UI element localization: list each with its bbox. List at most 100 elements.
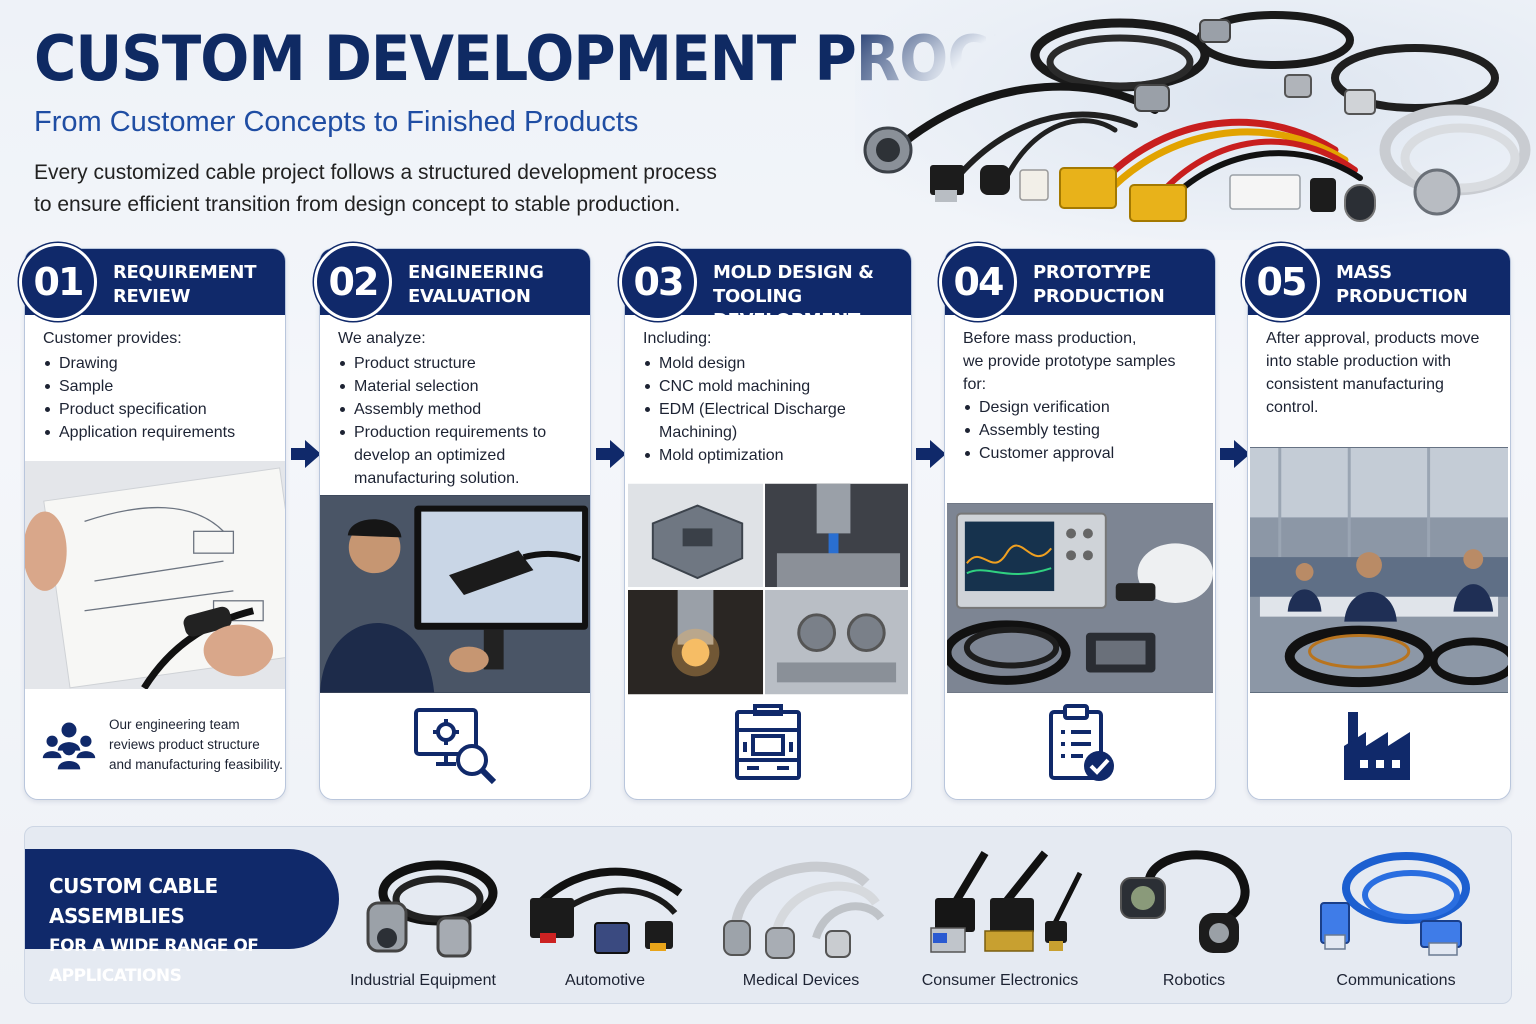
banner-line-2: FOR A WIDE RANGE OF APPLICATIONS: [49, 936, 259, 986]
list-item: CNC mold machining: [643, 375, 893, 398]
footer-line-2: reviews product structure: [109, 737, 260, 752]
step-list: Mold design CNC mold machining EDM (Elec…: [643, 352, 893, 467]
step-number: 03: [619, 243, 697, 321]
automotive-harness-icon: [530, 867, 683, 954]
step-title-line-1: ENGINEERING: [408, 262, 544, 283]
computer-analysis-icon: [414, 708, 497, 785]
step-card-prototype-production: 04 PROTOTYPE PRODUCTION Before mass prod…: [939, 243, 1216, 800]
next-arrow-icon: [289, 437, 323, 471]
footer-line-3: and manufacturing feasibility.: [109, 757, 283, 772]
list-item: Product specification: [43, 398, 267, 421]
applications-banner: CUSTOM CABLE ASSEMBLIES FOR A WIDE RANGE…: [24, 826, 1512, 1004]
list-item: Production requirements to develop an op…: [338, 421, 572, 490]
application-robotics: Robotics: [1099, 843, 1289, 1003]
step-title: MASS PRODUCTION: [1336, 261, 1502, 309]
step-body: After approval, products move into stabl…: [1248, 315, 1510, 419]
step-card-mold-design: 03 MOLD DESIGN & TOOLING DEVELOPMENT Inc…: [619, 243, 912, 800]
ethernet-cable-icon: [1320, 852, 1470, 956]
application-automotive: Automotive: [510, 843, 700, 1003]
step-footer: [945, 691, 1215, 799]
step-title: ENGINEERING EVALUATION: [408, 261, 582, 309]
step-number: 04: [939, 243, 1017, 321]
step-footer: [625, 691, 911, 799]
list-item: Assembly testing: [963, 419, 1197, 442]
footer-line-1: Our engineering team: [109, 717, 240, 732]
application-label: Industrial Equipment: [350, 972, 496, 989]
step-lead: We analyze:: [338, 330, 426, 347]
step-title-line-2: PRODUCTION: [1336, 286, 1468, 307]
hero-cables-image: [855, 0, 1536, 240]
page-subtitle: From Customer Concepts to Finished Produ…: [34, 106, 639, 138]
list-item: Mold design: [643, 352, 893, 375]
list-item: Assembly method: [338, 398, 572, 421]
application-industrial-equipment: Industrial Equipment: [328, 843, 518, 1003]
banner-line-1: CUSTOM CABLE ASSEMBLIES: [49, 874, 218, 928]
next-arrow-icon: [594, 437, 628, 471]
step-body: We analyze: Product structure Material s…: [320, 315, 590, 490]
step-body: Before mass production, we provide proto…: [945, 315, 1215, 465]
list-item: Application requirements: [43, 421, 267, 444]
factory-floor-photo: [1250, 447, 1508, 693]
applications-headline: CUSTOM CABLE ASSEMBLIES FOR A WIDE RANGE…: [25, 849, 339, 986]
mold-photo-grid: [628, 483, 908, 695]
step-header: 05 MASS PRODUCTION: [1242, 243, 1510, 321]
step-text-line-4: control.: [1266, 399, 1319, 416]
usb-hdmi-cable-icon: [930, 850, 1083, 953]
list-item: Material selection: [338, 375, 572, 398]
list-item: Product structure: [338, 352, 572, 375]
list-item: Design verification: [963, 396, 1197, 419]
step-body: Customer provides: Drawing Sample Produc…: [25, 315, 285, 444]
intro-line-2: to ensure efficient transition from desi…: [34, 193, 681, 216]
engineer-photo: [320, 495, 590, 693]
next-arrow-icon: [914, 437, 948, 471]
cables-illustration: [863, 11, 1531, 222]
step-footer: Our engineering team reviews product str…: [25, 691, 285, 799]
drawing-photo: [25, 461, 285, 689]
step-title: PROTOTYPE PRODUCTION: [1033, 261, 1207, 309]
step-header: 02 ENGINEERING EVALUATION: [314, 243, 590, 321]
list-item: Drawing: [43, 352, 267, 375]
step-title-line-1: MOLD DESIGN &: [713, 262, 874, 283]
application-label: Automotive: [564, 972, 646, 989]
step-number: 02: [314, 243, 392, 321]
page-title: CUSTOM DEVELOPMENT PROCESS: [34, 22, 1107, 95]
step-text-line-2: into stable production with: [1266, 353, 1451, 370]
step-title: MOLD DESIGN & TOOLING DEVELOPMENT: [713, 261, 903, 333]
step-footer-text: Our engineering team reviews product str…: [109, 715, 283, 775]
step-text-line-1: After approval, products move: [1266, 330, 1480, 347]
application-label: Consumer Electronics: [921, 972, 1079, 989]
step-title-line-1: MASS: [1336, 262, 1392, 283]
step-lead-line-2: we provide prototype samples for:: [963, 353, 1176, 393]
list-item: Sample: [43, 375, 267, 398]
step-list: Design verification Assembly testing Cus…: [963, 396, 1197, 465]
step-lead: Customer provides:: [43, 330, 182, 347]
step-title: REQUIREMENT REVIEW: [113, 261, 277, 309]
mold-icon: [735, 704, 801, 780]
step-card-requirement-review: 01 REQUIREMENT REVIEW Customer provides:…: [19, 243, 286, 800]
step-title-line-1: PROTOTYPE: [1033, 262, 1152, 283]
step-number: 05: [1242, 243, 1320, 321]
application-label: Medical Devices: [742, 972, 860, 989]
robotics-cable-icon: [1120, 850, 1250, 953]
step-body: Including: Mold design CNC mold machinin…: [625, 315, 911, 467]
application-communications: Communications: [1301, 843, 1491, 1003]
step-footer: [1248, 691, 1510, 799]
step-list: Drawing Sample Product specification App…: [43, 352, 267, 444]
industrial-cable-icon: [366, 860, 498, 958]
team-icon: [42, 722, 96, 770]
step-title-line-2: EVALUATION: [408, 286, 531, 307]
application-label: Communications: [1336, 972, 1456, 989]
step-text-line-3: consistent manufacturing: [1266, 376, 1444, 393]
prototype-testing-photo: [947, 503, 1213, 693]
step-lead-line-1: Before mass production,: [963, 330, 1137, 347]
application-consumer-electronics: Consumer Electronics: [905, 843, 1095, 1003]
step-title-line-2: TOOLING DEVELOPMENT: [713, 286, 861, 331]
step-footer: [320, 691, 590, 799]
list-item: EDM (Electrical Discharge Machining): [643, 398, 893, 444]
application-label: Robotics: [1162, 972, 1226, 989]
step-lead: Including:: [643, 330, 712, 347]
header: CUSTOM DEVELOPMENT PROCESS From Customer…: [34, 22, 1107, 221]
application-medical-devices: Medical Devices: [706, 843, 896, 1003]
intro-text: Every customized cable project follows a…: [34, 157, 734, 221]
step-header: 04 PROTOTYPE PRODUCTION: [939, 243, 1215, 321]
